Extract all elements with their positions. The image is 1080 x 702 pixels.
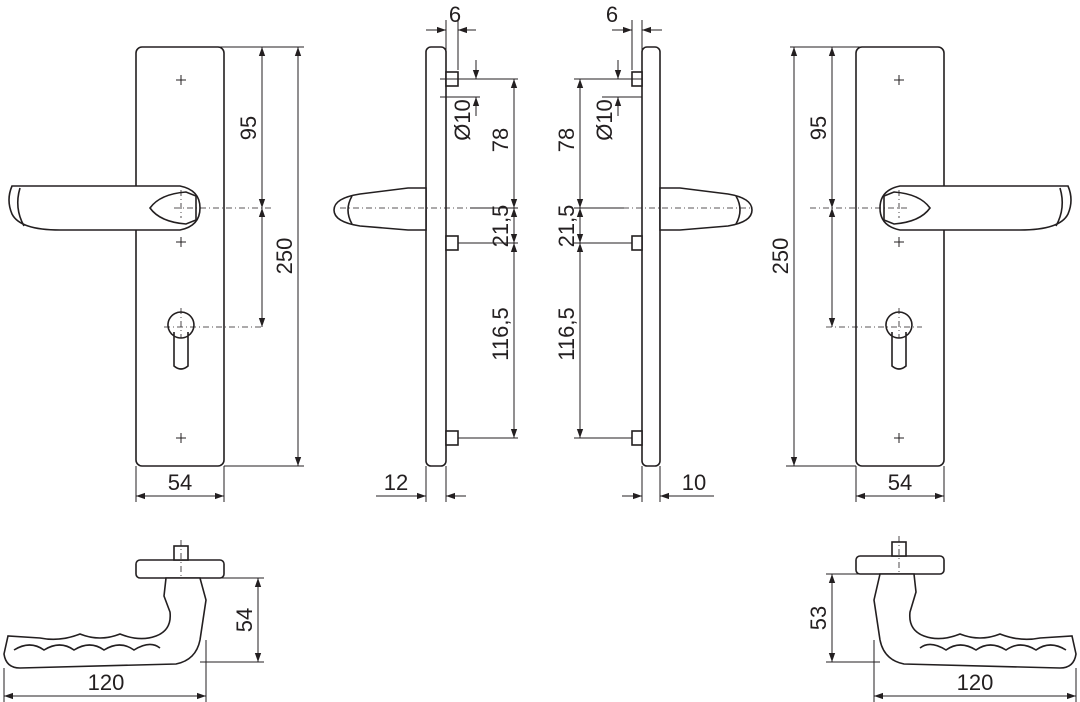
front-view-right: 95 250 54: [768, 46, 1072, 502]
dim-95-left: 95: [236, 116, 261, 140]
lever-handle-side-right: [659, 187, 753, 231]
dim-116-5-side-right: 116,5: [554, 307, 579, 360]
dim-6-side-right: 6: [606, 2, 618, 27]
lever-handle-side-left: [333, 187, 427, 231]
dim-dia10-side-left: Ø10: [450, 99, 475, 141]
dim-78-side-right: 78: [554, 128, 579, 152]
backplate-side-left: [425, 46, 447, 467]
backplate-right: [855, 46, 945, 467]
lever-handle-front-left: [8, 185, 201, 231]
backplate-left: [135, 46, 225, 467]
dim-21-5-side-right: 21,5: [554, 205, 579, 248]
dim-12-side-left: 12: [384, 470, 408, 495]
dim-21-5-side-left: 21,5: [488, 205, 513, 248]
dim-250-left: 250: [272, 238, 297, 275]
screw-marks-right: [894, 75, 904, 443]
dim-250-right: 250: [768, 238, 793, 275]
dim-120-handle-left: 120: [88, 670, 125, 695]
dim-54-right: 54: [888, 470, 912, 495]
dim-54-left: 54: [168, 470, 192, 495]
dim-95-right: 95: [806, 116, 831, 140]
lever-handle-front-right: [879, 185, 1072, 231]
handle-top-view-left: 54 120: [3, 540, 264, 702]
side-view-left: 6 Ø10 78 21,5 116,5 12: [333, 2, 518, 502]
dim-dia10-side-right: Ø10: [592, 99, 617, 141]
dim-120-handle-right: 120: [957, 670, 994, 695]
front-view-left: 95 250 54: [8, 46, 304, 502]
dim-10-side-right: 10: [682, 470, 706, 495]
dim-6-side-left: 6: [449, 2, 461, 27]
dim-53-handle-right: 53: [806, 606, 831, 630]
dim-116-5-side-left: 116,5: [488, 307, 513, 360]
screw-marks-left: [176, 75, 186, 443]
dim-54-handle-left: 54: [232, 608, 257, 632]
side-view-right: 6 Ø10 78 21,5 116,5 10: [554, 2, 753, 502]
dim-78-side-left: 78: [488, 128, 513, 152]
cylinder-hole-left: [167, 311, 195, 370]
backplate-side-right: [641, 46, 661, 467]
cylinder-hole-right: [885, 311, 913, 370]
handle-top-view-right: 53 120: [806, 536, 1077, 702]
